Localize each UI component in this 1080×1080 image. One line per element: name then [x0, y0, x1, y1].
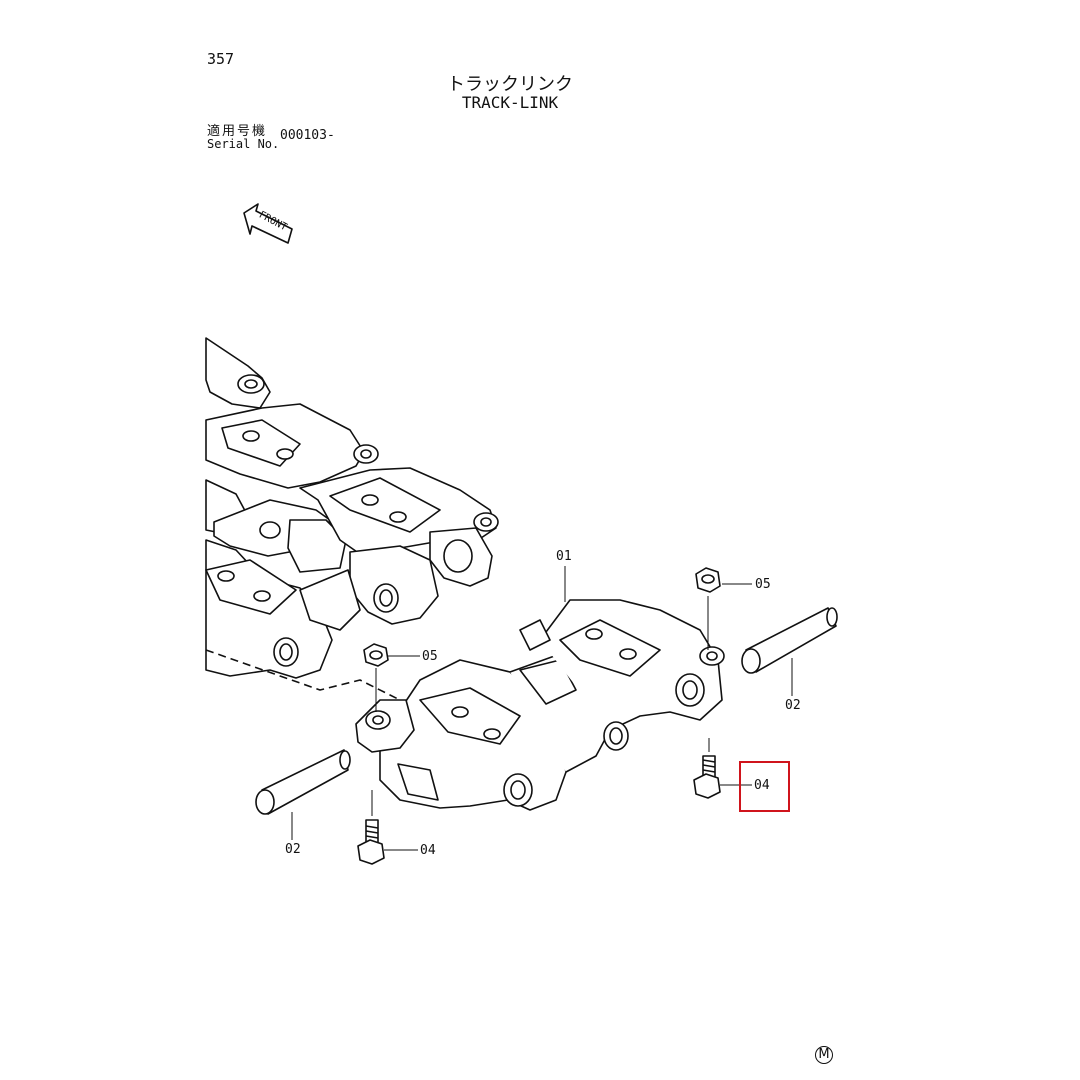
bolt-part-04-left [357, 819, 385, 865]
highlight-box-part-04 [739, 761, 790, 812]
callout-01: 01 [556, 549, 572, 564]
callout-05-right: 05 [755, 577, 771, 592]
serial-number-value: 000103- [280, 128, 335, 143]
manufacturer-mark-icon: M [815, 1046, 833, 1064]
callout-04-left: 04 [420, 843, 436, 858]
callout-05-left: 05 [422, 649, 438, 664]
callout-02-left: 02 [285, 842, 301, 857]
track-link-part-01 [355, 599, 725, 811]
page-number: 357 [207, 50, 235, 68]
nut-part-05-left [363, 643, 389, 667]
front-arrow-icon: FRONT [243, 203, 293, 244]
serial-label-japanese: 適用号機 [207, 124, 268, 139]
callout-04-right: 04 [754, 778, 770, 793]
track-pin-part-02-right [741, 607, 838, 674]
track-pin-part-02-left [255, 749, 351, 815]
serial-label-english: Serial No. [207, 137, 280, 151]
callout-02-right: 02 [785, 698, 801, 713]
page-title-japanese: トラックリンク [447, 74, 573, 95]
nut-part-05-right [695, 567, 721, 593]
page-title-english: TRACK-LINK [461, 93, 559, 112]
bolt-part-04-right [693, 755, 721, 799]
track-chain-assembly [205, 337, 499, 679]
